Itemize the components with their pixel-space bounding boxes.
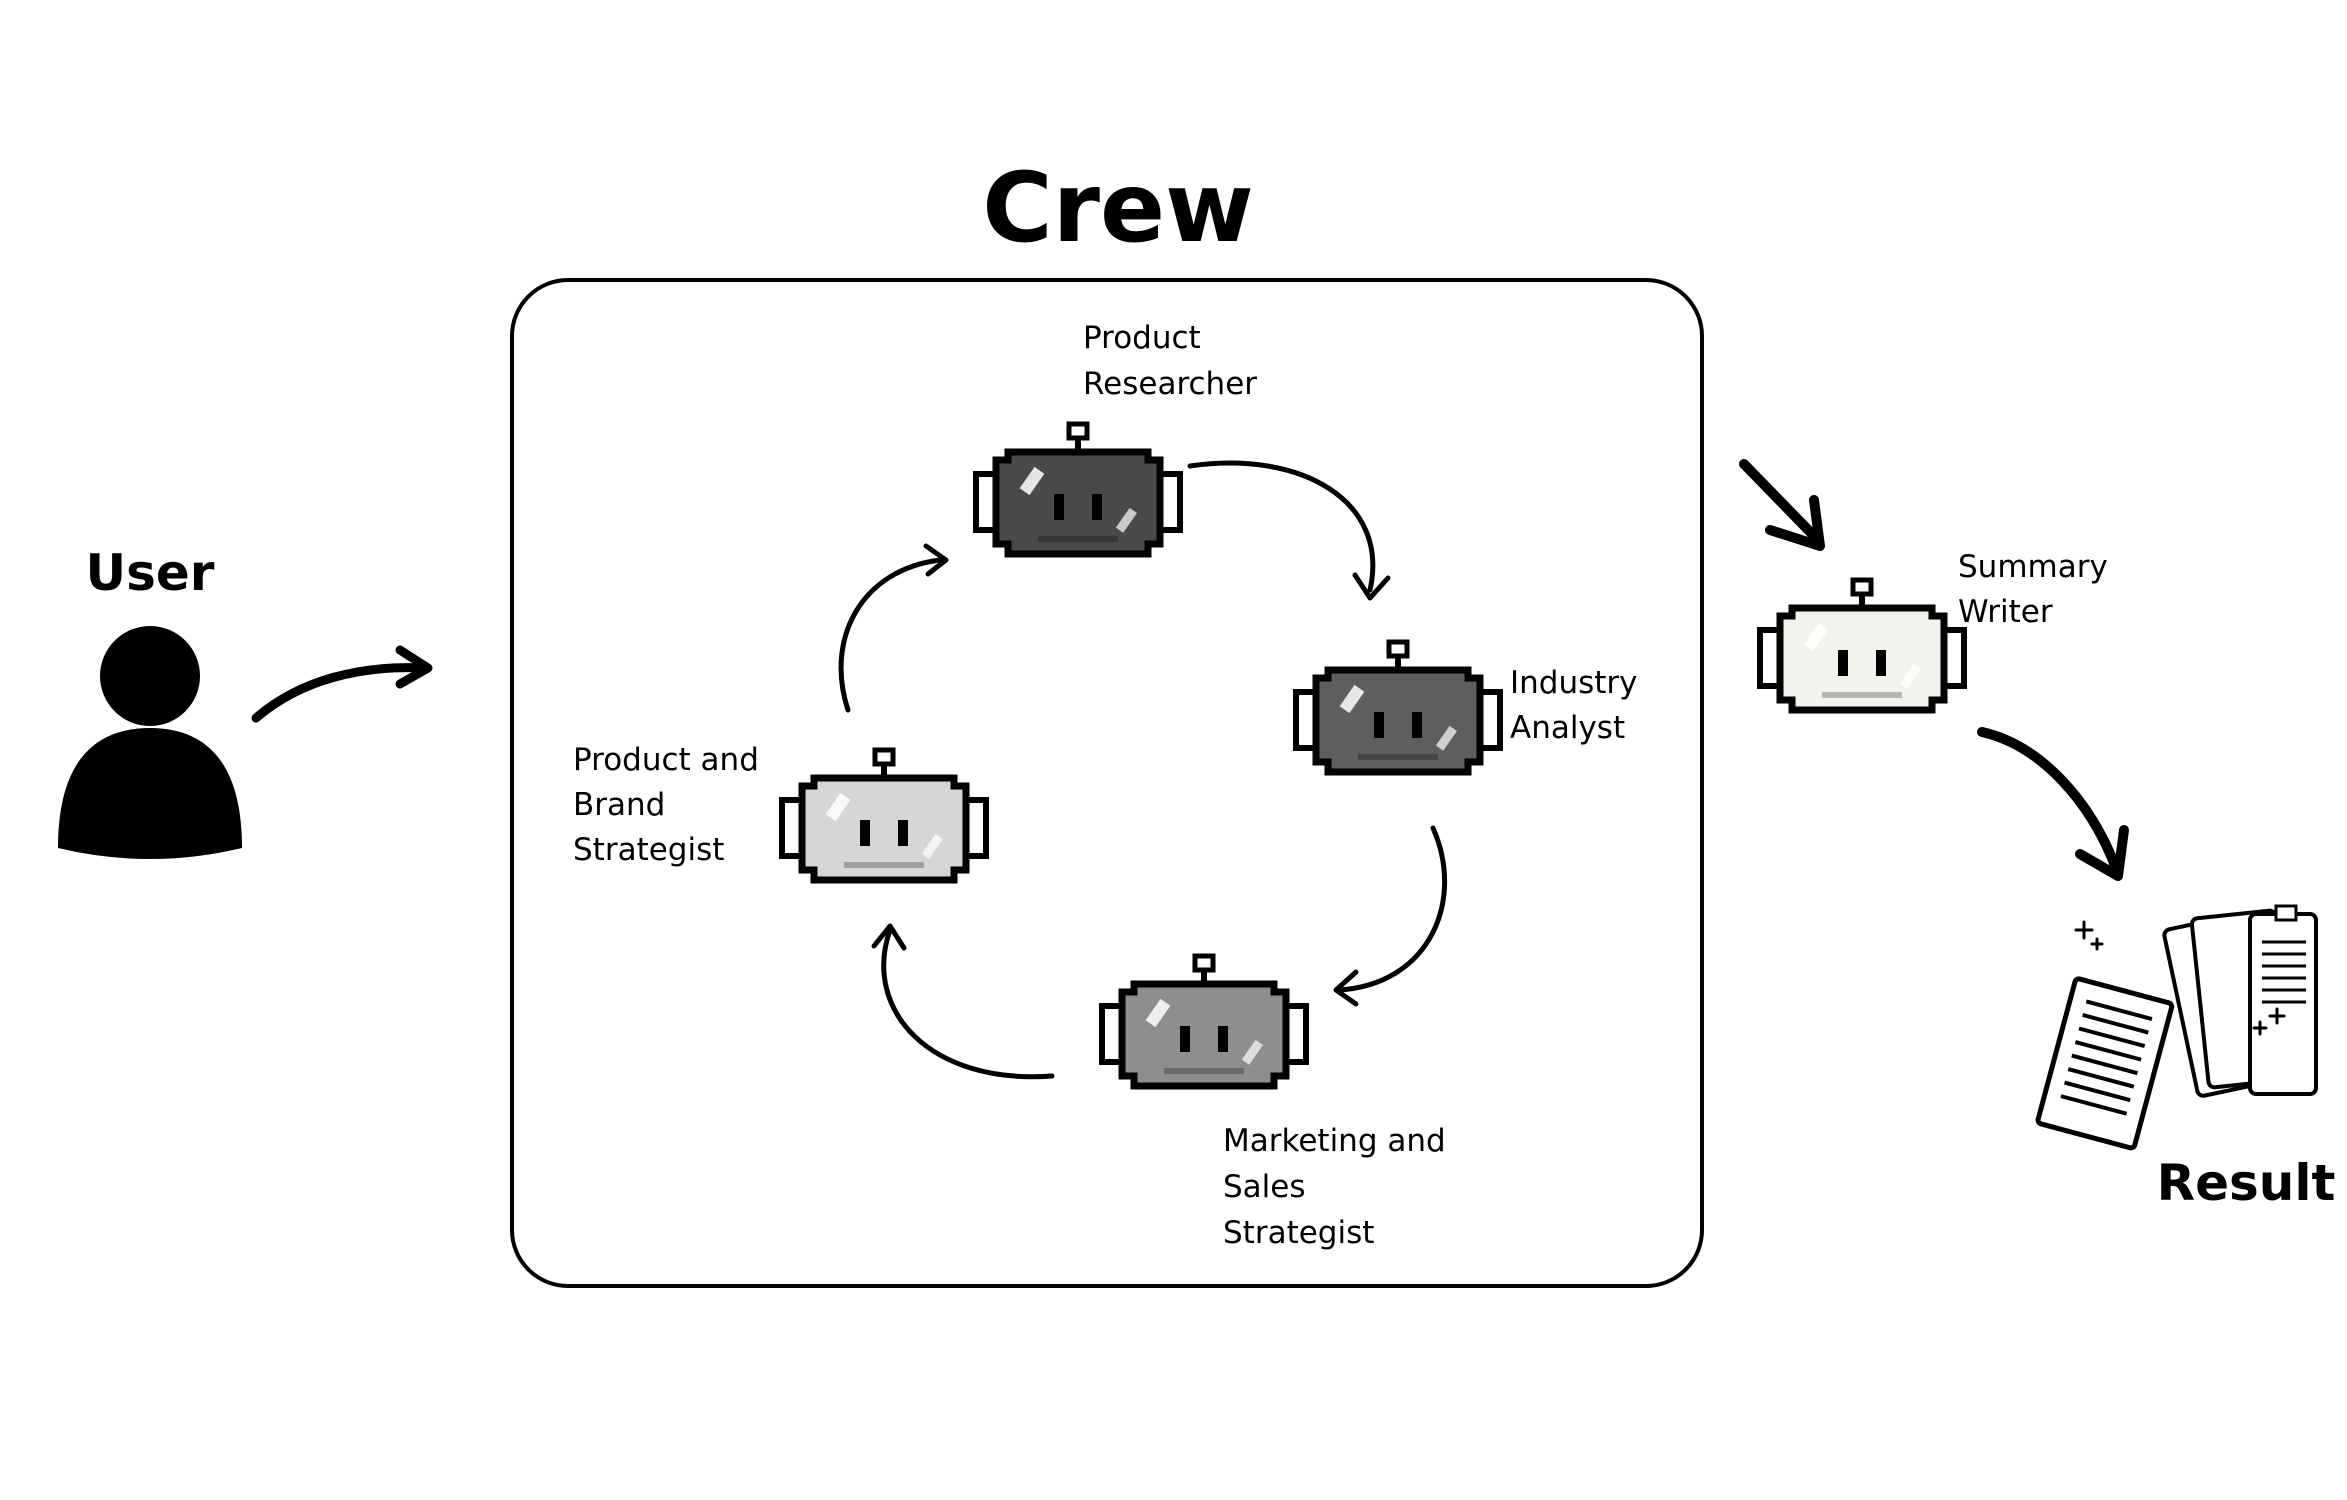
arrow-crew-to-summary-head bbox=[1765, 495, 1825, 551]
product-brand-strategist-label-line: Strategist bbox=[573, 832, 724, 868]
result-label: Result bbox=[2157, 1154, 2336, 1212]
arrow-user-to-crew-head bbox=[395, 645, 433, 689]
product-researcher-robot-icon bbox=[973, 421, 1183, 558]
summary-writer-label-line: Summary bbox=[1958, 549, 2108, 585]
arrow-researcher-to-analyst bbox=[1187, 460, 1376, 593]
user-icon bbox=[58, 626, 242, 859]
user-label: User bbox=[86, 544, 215, 602]
arrow-brand-to-researcher bbox=[838, 557, 943, 713]
product-researcher-label-line: Researcher bbox=[1083, 366, 1257, 402]
product-brand-strategist-label-line: Product and bbox=[573, 742, 759, 778]
marketing-sales-strategist-label-line: Strategist bbox=[1223, 1215, 1374, 1251]
crew-title: Crew bbox=[982, 152, 1254, 264]
arrow-summary-to-result-head bbox=[2075, 825, 2129, 881]
arrow-marketing-to-brand-head bbox=[871, 923, 907, 951]
summary-writer-label-line: Writer bbox=[1958, 594, 2053, 630]
arrow-user-to-crew bbox=[251, 663, 429, 723]
arrow-analyst-to-marketing bbox=[1335, 825, 1448, 993]
arrow-summary-to-result bbox=[1977, 727, 2121, 873]
marketing-sales-strategist-label-line: Marketing and bbox=[1223, 1123, 1446, 1159]
product-researcher-label-line: Product bbox=[1083, 320, 1201, 356]
marketing-sales-strategist-robot-icon bbox=[1099, 953, 1309, 1090]
industry-analyst-label-line: Analyst bbox=[1510, 710, 1625, 746]
summary-writer-robot-icon bbox=[1757, 577, 1967, 714]
arrow-marketing-to-brand bbox=[881, 927, 1055, 1080]
arrow-researcher-to-analyst-head bbox=[1352, 572, 1391, 601]
crew-container bbox=[510, 278, 1704, 1288]
product-brand-strategist-robot-icon bbox=[779, 747, 989, 884]
product-brand-strategist-label-line: Brand bbox=[573, 787, 665, 823]
arrow-brand-to-researcher-head bbox=[923, 543, 949, 577]
marketing-sales-strategist-label-line: Sales bbox=[1223, 1169, 1306, 1205]
arrow-crew-to-summary bbox=[1739, 459, 1823, 545]
arrow-analyst-to-marketing-head bbox=[1333, 969, 1359, 1007]
documents-icon bbox=[2035, 904, 2318, 1151]
industry-analyst-robot-icon bbox=[1293, 639, 1503, 776]
industry-analyst-label-line: Industry bbox=[1510, 665, 1638, 701]
